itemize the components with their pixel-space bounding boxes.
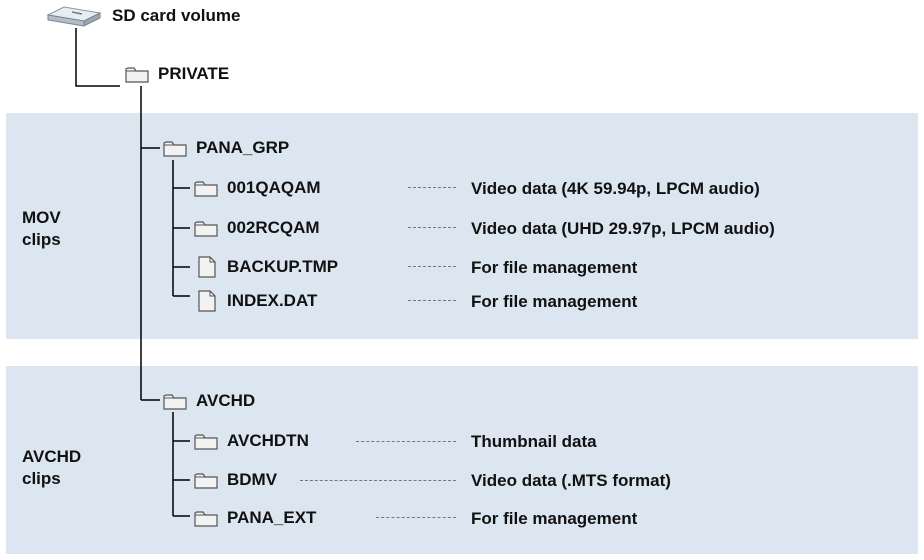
file-index-dat-label: INDEX.DAT [227,291,318,310]
folder-icon [163,141,187,157]
file-index-dat-node[interactable]: INDEX.DAT [193,289,317,313]
folder-001qaqam-node[interactable]: 001QAQAM [193,176,321,200]
leader-line [408,266,456,267]
folder-icon [194,221,218,237]
avchd-folder-node[interactable]: AVCHD [162,389,255,413]
sd-card-volume-node[interactable]: SD card volume [44,4,241,28]
folder-bdmv-label: BDMV [227,470,278,489]
folder-icon [125,67,149,83]
connector-root-private [75,28,120,87]
folder-pana-ext-node[interactable]: PANA_EXT [193,506,316,530]
folder-001qaqam-label: 001QAQAM [227,178,321,197]
leader-line [376,517,456,518]
file-backup-tmp-node[interactable]: BACKUP.TMP [193,255,338,279]
pana-grp-folder-node[interactable]: PANA_GRP [162,136,289,160]
description-bdmv: Video data (.MTS format) [471,471,671,490]
folder-icon [194,181,218,197]
leader-line [408,300,456,301]
private-folder-label: PRIVATE [158,64,230,83]
description-002rcqam: Video data (UHD 29.97p, LPCM audio) [471,219,775,238]
avchd-clips-panel [6,366,918,554]
folder-002rcqam-node[interactable]: 002RCQAM [193,216,320,240]
folder-icon [163,394,187,410]
file-icon [198,290,216,312]
folder-icon [194,511,218,527]
description-index-dat: For file management [471,292,638,311]
avchd-folder-label: AVCHD [196,391,256,410]
mov-clips-label: MOV clips [22,208,61,249]
folder-avchdtn-label: AVCHDTN [227,431,309,450]
leader-line [408,227,456,228]
file-icon [198,256,216,278]
sd-card-volume-label: SD card volume [112,6,241,25]
folder-pana-ext-label: PANA_EXT [227,508,317,527]
folder-icon [194,473,218,489]
folder-avchdtn-node[interactable]: AVCHDTN [193,429,309,453]
folder-002rcqam-label: 002RCQAM [227,218,320,237]
avchd-clips-label: AVCHD clips [22,447,82,488]
pana-grp-folder-label: PANA_GRP [196,138,290,157]
description-pana-ext: For file management [471,509,638,528]
folder-icon [194,434,218,450]
description-001qaqam: Video data (4K 59.94p, LPCM audio) [471,179,760,198]
folder-bdmv-node[interactable]: BDMV [193,468,277,492]
leader-line [408,187,456,188]
description-backup-tmp: For file management [471,258,638,277]
leader-line [300,480,456,481]
sd-card-drive-icon [46,6,102,27]
connector-pana-grp-children [173,187,190,297]
description-avchdtn: Thumbnail data [471,432,597,451]
leader-line [356,441,456,442]
private-folder-node[interactable]: PRIVATE [124,62,229,86]
file-backup-tmp-label: BACKUP.TMP [227,257,339,276]
connector-avchd-children [173,440,190,517]
mov-clips-panel [6,113,918,339]
